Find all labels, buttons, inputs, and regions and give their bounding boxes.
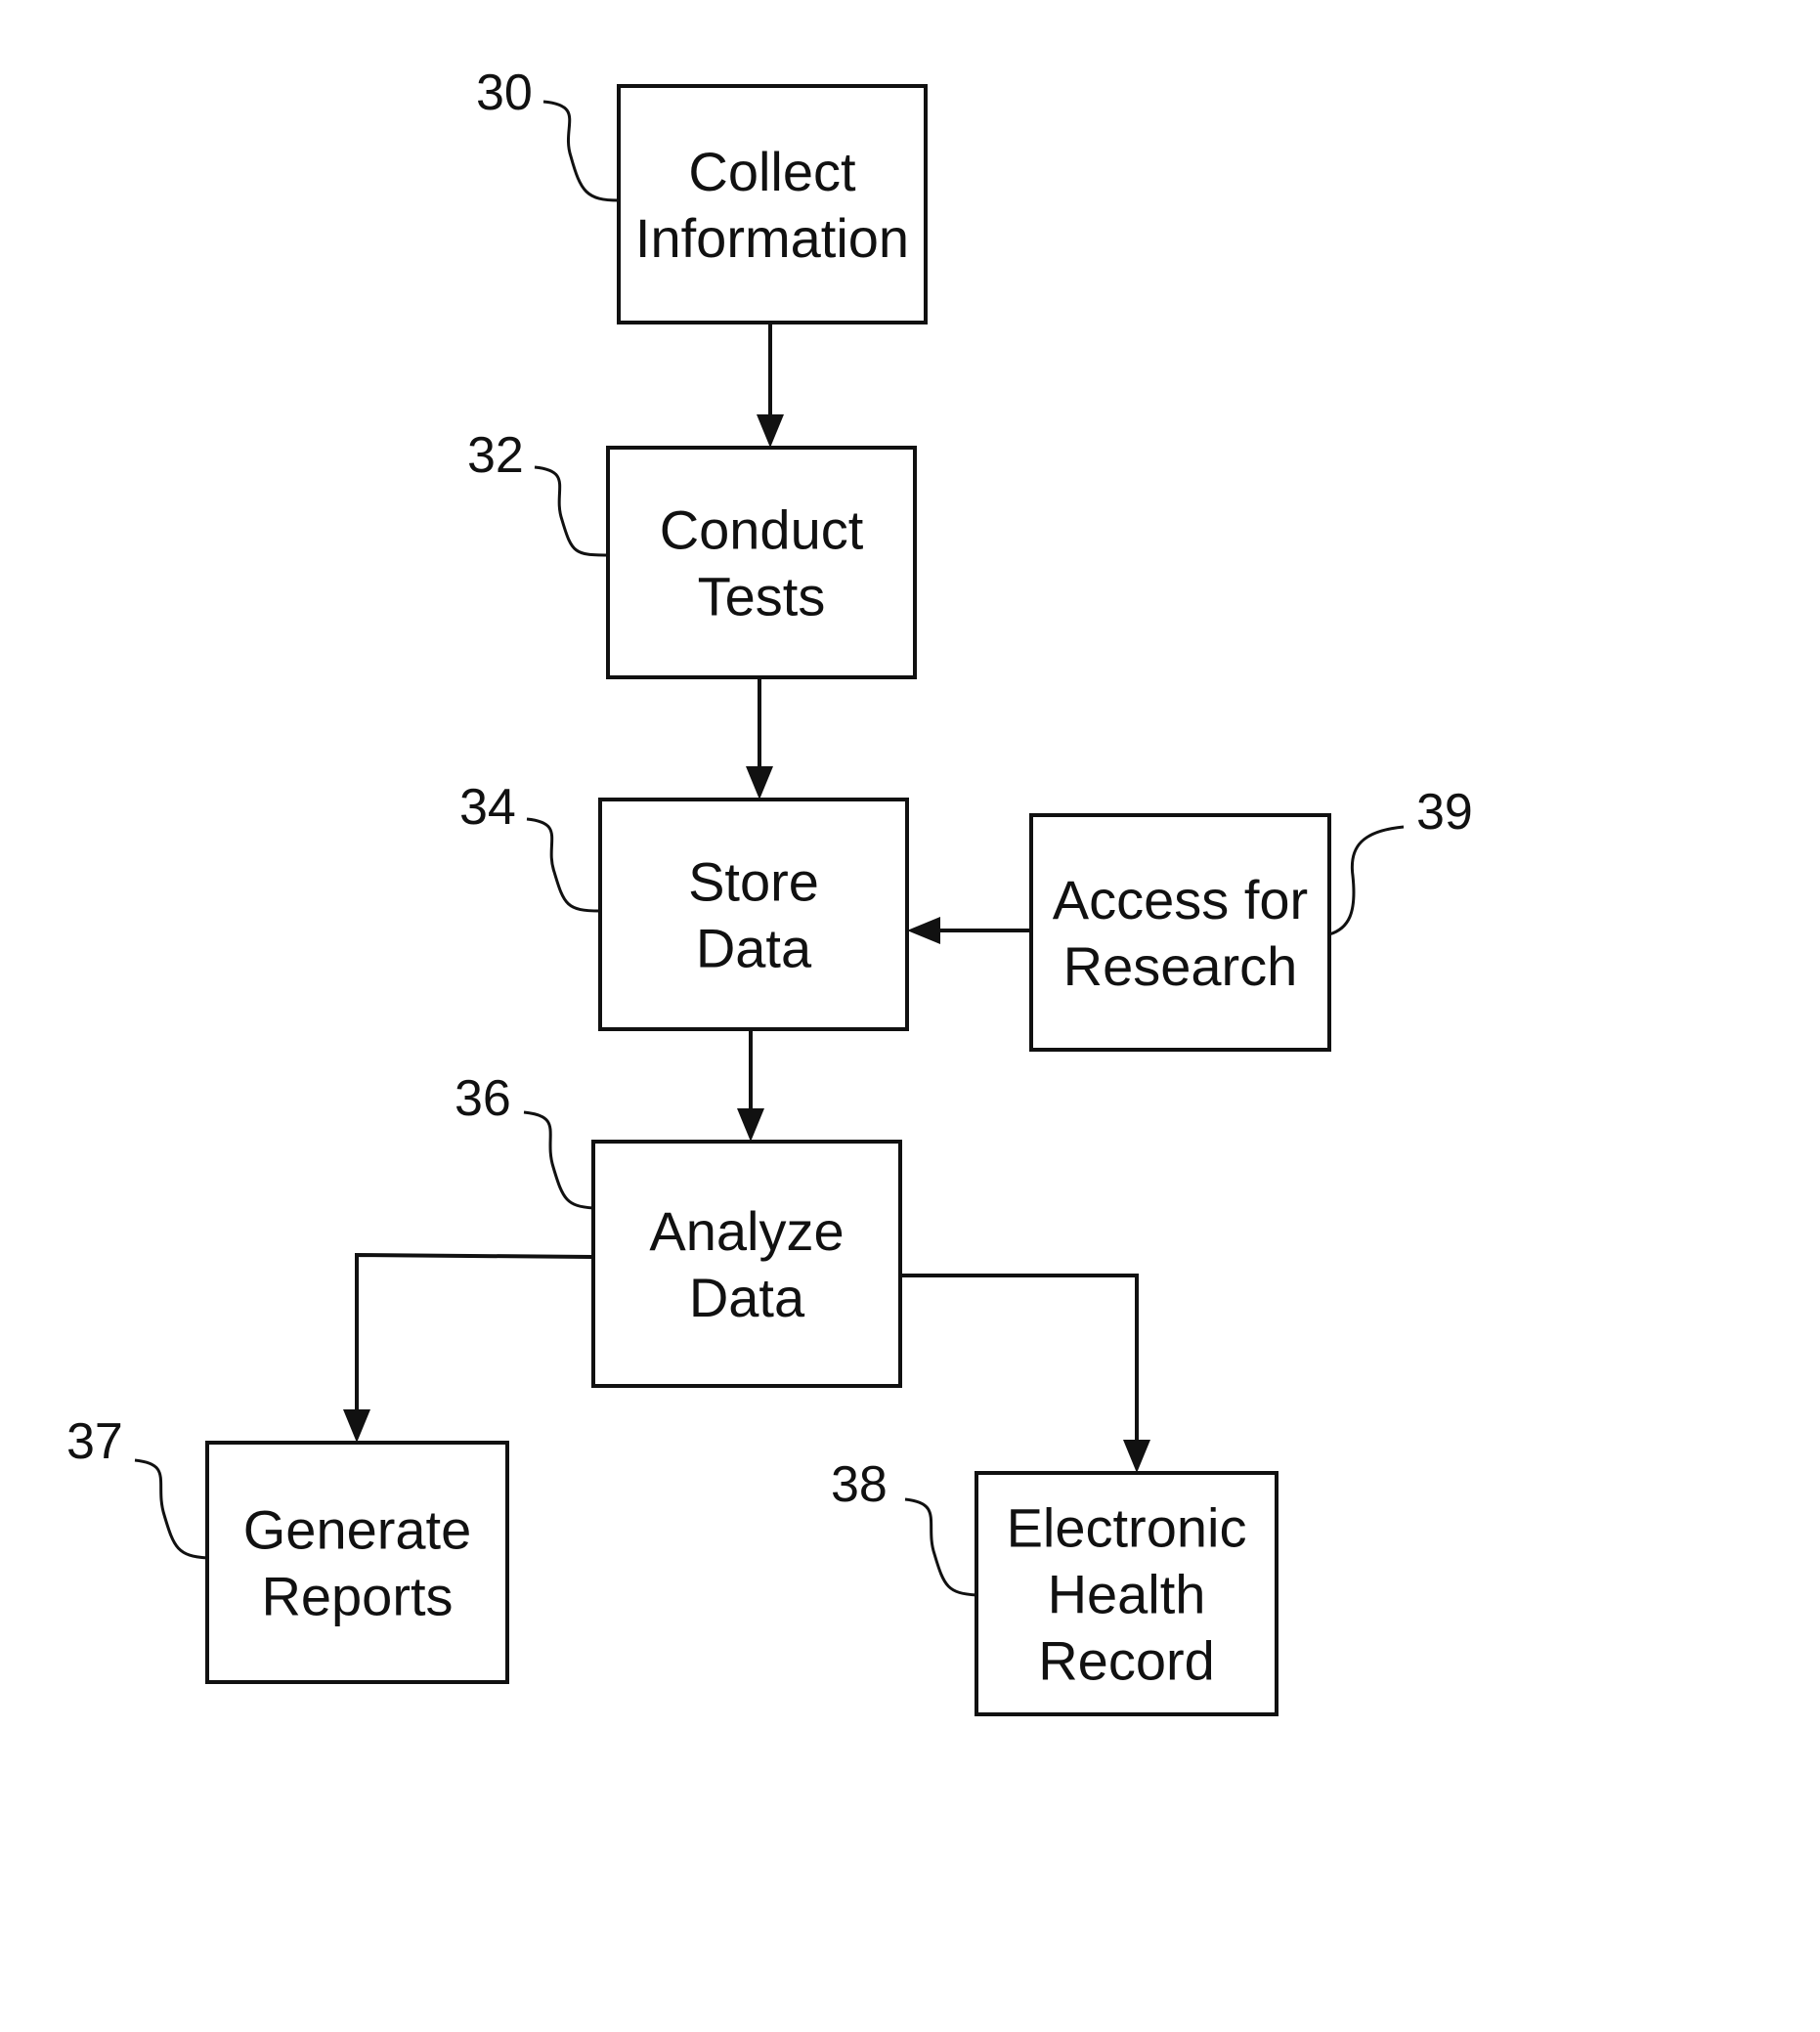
node-label-line: Information bbox=[635, 207, 909, 269]
reference-numeral: 37 bbox=[66, 1413, 123, 1470]
reference-numeral: 39 bbox=[1416, 784, 1473, 841]
arrowhead-icon bbox=[343, 1409, 370, 1443]
process-box bbox=[1031, 815, 1329, 1050]
process-box bbox=[600, 800, 907, 1029]
node-electronic-health-record: ElectronicHealthRecord 38 bbox=[831, 1456, 1277, 1714]
reference-leader-line bbox=[535, 467, 608, 555]
reference-leader-line bbox=[524, 1112, 593, 1208]
connector-store_data-to-analyze_data bbox=[737, 1029, 764, 1142]
node-analyze-data: AnalyzeData 36 bbox=[455, 1070, 900, 1386]
arrowhead-icon bbox=[1123, 1440, 1150, 1473]
arrowhead-icon bbox=[737, 1108, 764, 1142]
node-collect-information: CollectInformation 30 bbox=[476, 65, 926, 323]
arrowhead-icon bbox=[757, 414, 784, 448]
node-conduct-tests: ConductTests 32 bbox=[467, 427, 915, 677]
node-label-line: Generate bbox=[243, 1499, 472, 1561]
connector-analyze_data-to-electronic_health_record bbox=[900, 1275, 1150, 1473]
process-box bbox=[207, 1443, 507, 1682]
node-label-line: Health bbox=[1048, 1564, 1206, 1625]
process-box bbox=[619, 86, 926, 323]
node-label-line: Tests bbox=[698, 566, 826, 627]
reference-numeral: 36 bbox=[455, 1070, 511, 1127]
node-label-line: Data bbox=[689, 1267, 805, 1328]
node-label-line: Conduct bbox=[660, 499, 864, 561]
connector-line bbox=[900, 1275, 1137, 1440]
node-label-line: Reports bbox=[261, 1566, 453, 1627]
node-label-line: Research bbox=[1063, 935, 1298, 997]
process-box bbox=[593, 1142, 900, 1386]
reference-leader-line bbox=[905, 1499, 976, 1595]
connector-analyze_data-to-generate_reports bbox=[343, 1255, 593, 1443]
arrowhead-icon bbox=[746, 766, 773, 800]
node-label-line: Electronic bbox=[1007, 1497, 1247, 1559]
reference-numeral: 34 bbox=[459, 779, 516, 836]
connector-access_for_research-to-store_data bbox=[907, 917, 1031, 944]
node-label-line: Analyze bbox=[649, 1200, 844, 1262]
node-label-line: Store bbox=[688, 851, 819, 913]
reference-numeral: 30 bbox=[476, 65, 533, 121]
node-label-line: Access for bbox=[1053, 869, 1308, 930]
reference-leader-line bbox=[527, 819, 600, 911]
reference-leader-line bbox=[135, 1460, 207, 1558]
reference-numeral: 32 bbox=[467, 427, 524, 484]
connector-conduct_tests-to-store_data bbox=[746, 677, 773, 800]
process-box bbox=[608, 448, 915, 677]
node-store-data: StoreData 34 bbox=[459, 779, 907, 1029]
node-generate-reports: GenerateReports 37 bbox=[66, 1413, 507, 1682]
node-access-for-research: Access forResearch 39 bbox=[1031, 784, 1473, 1050]
reference-leader-line bbox=[543, 102, 619, 200]
reference-leader-line bbox=[1329, 827, 1404, 934]
node-label-line: Data bbox=[696, 918, 812, 979]
node-label-line: Collect bbox=[688, 141, 856, 202]
arrowhead-icon bbox=[907, 917, 940, 944]
connector-line bbox=[357, 1255, 593, 1409]
reference-numeral: 38 bbox=[831, 1456, 888, 1513]
connector-collect_information-to-conduct_tests bbox=[757, 323, 784, 448]
node-label-line: Record bbox=[1038, 1630, 1215, 1692]
